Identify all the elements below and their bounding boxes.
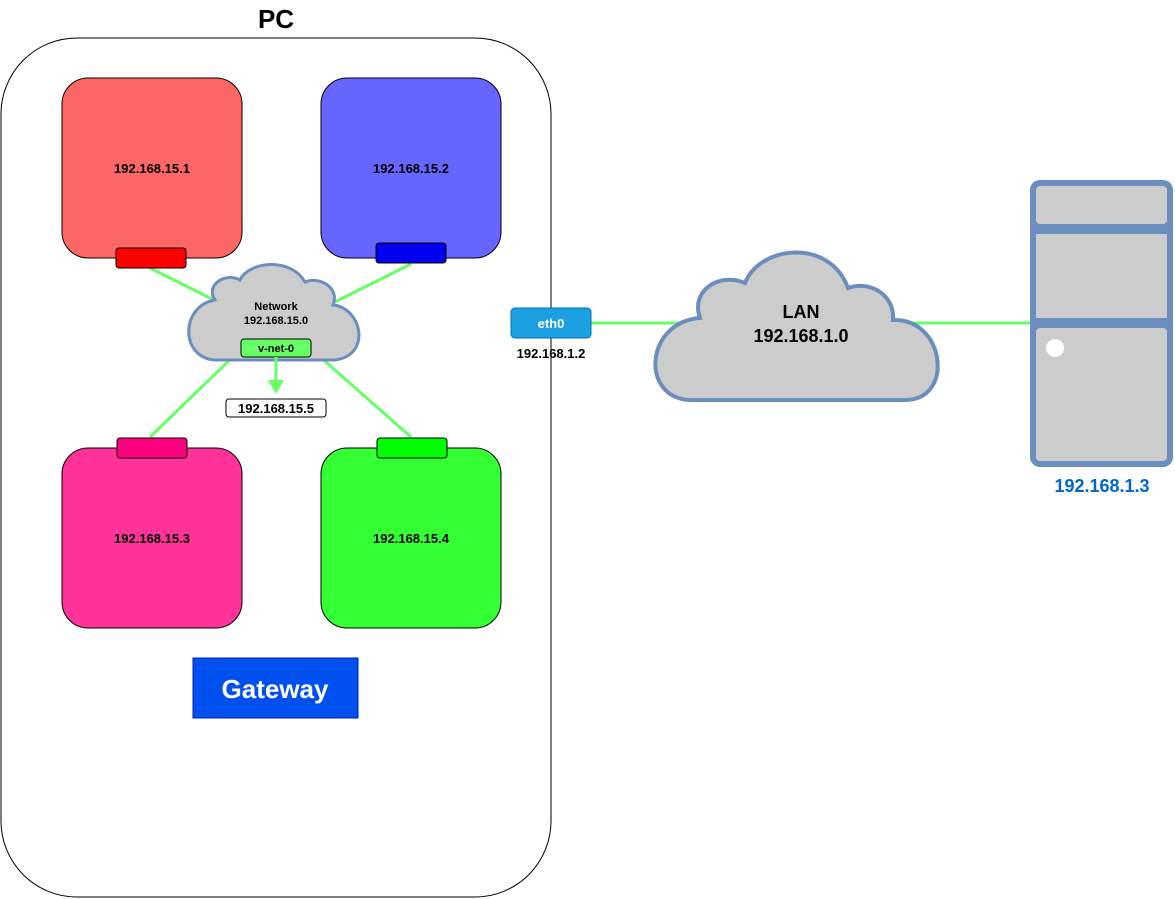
server-bay-top <box>1036 186 1167 224</box>
bridge-label: v-net-0 <box>258 343 294 355</box>
server-ip: 192.168.1.3 <box>1054 476 1149 496</box>
container-4-ip: 192.168.15.4 <box>373 531 450 546</box>
network-name: Network <box>254 301 298 313</box>
container-4[interactable]: 192.168.15.4 <box>320 437 502 629</box>
bridge-ip-box <box>225 398 327 418</box>
link-container-4 <box>309 346 412 439</box>
container-3-port[interactable] <box>116 437 188 459</box>
container-3[interactable]: 192.168.15.3 <box>61 437 243 629</box>
server-bay-bottom <box>1036 328 1167 461</box>
eth0-nic[interactable] <box>510 307 592 339</box>
lan-name: LAN <box>783 302 820 322</box>
gateway-label: Gateway <box>222 674 329 704</box>
container-2-ip: 192.168.15.2 <box>373 161 449 176</box>
network-subnet: 192.168.15.0 <box>244 315 308 327</box>
gateway-box[interactable] <box>192 657 359 719</box>
lan-cloud-shape <box>653 250 940 402</box>
container-1[interactable]: 192.168.15.1 <box>61 77 243 269</box>
server-tower[interactable] <box>1030 180 1173 467</box>
power-button-icon <box>1046 339 1064 357</box>
container-3-ip: 192.168.15.3 <box>114 531 190 546</box>
container-2-port[interactable] <box>375 242 447 264</box>
lan-subnet: 192.168.1.0 <box>753 326 848 346</box>
bridge-ip: 192.168.15.5 <box>238 401 314 416</box>
lan-cloud[interactable]: LAN 192.168.1.0 <box>653 250 940 402</box>
container-1-ip: 192.168.15.1 <box>114 161 190 176</box>
link-container-3 <box>148 346 244 439</box>
pc-title: PC <box>258 4 294 34</box>
eth0-ip: 192.168.1.2 <box>517 346 586 361</box>
server-bay-middle <box>1036 234 1167 318</box>
arrow-down-icon <box>268 380 284 394</box>
container-1-port[interactable] <box>115 247 187 269</box>
network-cloud[interactable]: Network 192.168.15.0 <box>187 263 361 362</box>
network-cloud-shape <box>187 263 361 362</box>
eth0-label: eth0 <box>538 316 565 331</box>
container-4-port[interactable] <box>376 437 448 459</box>
container-2[interactable]: 192.168.15.2 <box>320 77 502 264</box>
